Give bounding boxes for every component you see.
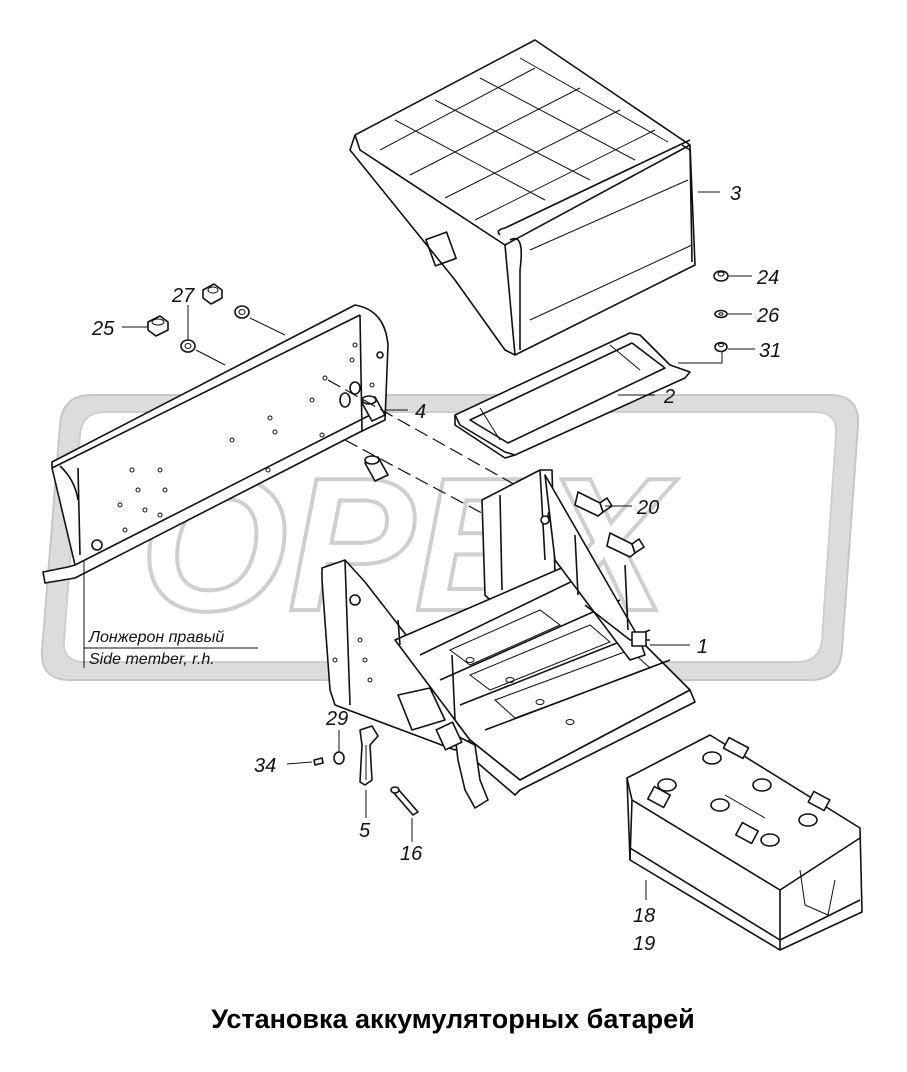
pin-34 [313, 757, 324, 766]
callout-1: 1 [697, 636, 708, 658]
nut-27 [202, 283, 223, 305]
callout-4: 4 [415, 401, 426, 423]
note-side-member-ru: Лонжерон правый [88, 629, 224, 646]
callout-26: 26 [756, 305, 780, 327]
callout-31: 31 [759, 340, 781, 362]
callout-5: 5 [359, 820, 371, 842]
callout-20: 20 [636, 497, 659, 519]
callout-2: 2 [663, 386, 675, 408]
washer-right [234, 305, 250, 319]
bushing-4-upper [361, 395, 386, 422]
latch-5 [359, 725, 379, 786]
nut-29 [333, 751, 345, 765]
nut-25 [147, 315, 169, 337]
battery-cover [349, 39, 696, 356]
callout-29: 29 [325, 708, 348, 730]
callout-27: 27 [171, 285, 195, 307]
note-side-member-en: Side member, r.h. [89, 651, 215, 668]
bushing-4-lower [364, 455, 389, 482]
nut-31 [714, 341, 728, 353]
leader-lines [83, 191, 755, 900]
washer-27 [180, 339, 196, 353]
side-member-rail [42, 304, 389, 584]
battery-clamp-frame [454, 332, 691, 459]
callout-18: 18 [633, 905, 655, 927]
nut-24 [713, 270, 729, 282]
pin-16 [390, 786, 419, 816]
washer-26 [714, 309, 728, 319]
rail-holes [91, 342, 384, 551]
callout-25: 25 [91, 318, 115, 340]
battery [626, 734, 863, 951]
bolt-20-lower [606, 532, 645, 558]
callout-19: 19 [633, 933, 655, 955]
callout-16: 16 [400, 843, 423, 865]
callout-3: 3 [730, 183, 741, 205]
callout-24: 24 [756, 267, 779, 289]
diagram-title: Установка аккумуляторных батарей [211, 1004, 694, 1034]
callout-34: 34 [254, 755, 276, 777]
battery-tray [321, 469, 696, 809]
